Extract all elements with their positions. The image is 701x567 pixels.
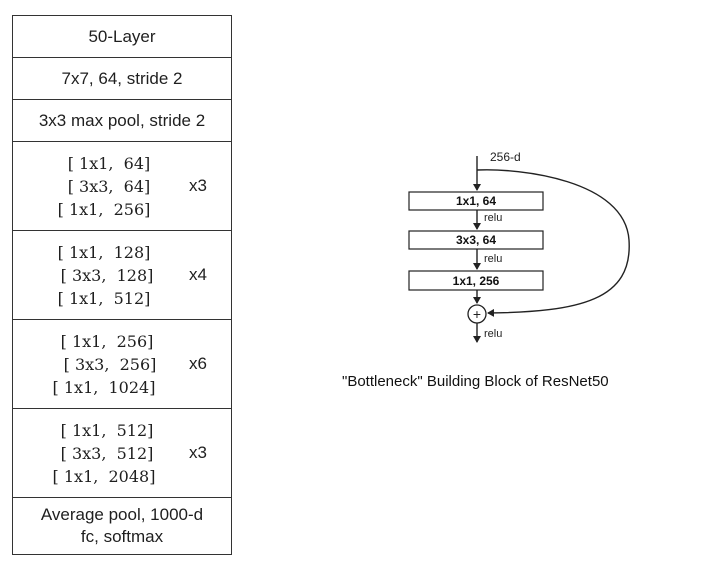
- conv3-line-3: [ 1x1, 512]: [57, 288, 151, 308]
- conv1-cell: 7x7, 64, stride 2: [13, 58, 231, 100]
- conv4-repeat: x6: [189, 354, 207, 373]
- bottleneck-block-diagram: 256-d 1x1, 64 relu 3x3, 64 relu 1x1, 256…: [408, 150, 630, 343]
- conv2-matrix: [ 1x1, 64] [ 3x3, 64] [ 1x1, 256]: [58, 152, 151, 221]
- relu-label-1: relu: [484, 212, 502, 224]
- conv2-line-2: [ 3x3, 64]: [67, 176, 151, 196]
- layer-label-3: 1x1, 256: [453, 274, 500, 288]
- input-dim-label: 256-d: [490, 150, 521, 164]
- diagram-caption: "Bottleneck" Building Block of ResNet50: [342, 373, 609, 390]
- layer-label-1: 1x1, 64: [456, 194, 496, 208]
- conv5-line-1: [ 1x1, 512]: [60, 420, 154, 440]
- conv5-repeat: x3: [189, 443, 207, 462]
- layer-box-1: [408, 191, 544, 211]
- conv1-label: 7x7, 64, stride 2: [61, 68, 183, 88]
- conv2-repeat: x3: [189, 176, 207, 195]
- conv3-line-2: [ 3x3, 128]: [60, 265, 154, 285]
- relu-label-2: relu: [484, 253, 502, 265]
- conv5-line-3: [ 1x1, 2048]: [52, 466, 156, 486]
- layer-box-2: [408, 230, 544, 250]
- conv5-matrix: [ 1x1, 512] [ 3x3, 512] [ 1x1, 2048]: [53, 419, 156, 488]
- pool-label: 3x3 max pool, stride 2: [38, 110, 206, 130]
- conv3-repeat: x4: [189, 265, 207, 284]
- layer-box-3: [408, 270, 544, 291]
- conv2-line-3: [ 1x1, 256]: [57, 199, 151, 219]
- architecture-table: 50-Layer 7x7, 64, stride 2 3x3 max pool,…: [12, 15, 232, 555]
- final-line-2: fc, softmax: [80, 527, 164, 546]
- relu-label-output: relu: [484, 328, 502, 340]
- pool-cell: 3x3 max pool, stride 2: [13, 100, 231, 142]
- table-header-cell: 50-Layer: [13, 16, 231, 58]
- conv4-block-cell: [ 1x1, 256] [ 3x3, 256] [ 1x1, 1024] x6: [13, 320, 231, 409]
- table-header: 50-Layer: [88, 26, 156, 46]
- conv5-line-2: [ 3x3, 512]: [60, 443, 154, 463]
- conv5-block-cell: [ 1x1, 512] [ 3x3, 512] [ 1x1, 2048] x3: [13, 409, 231, 498]
- conv2-line-1: [ 1x1, 64]: [67, 153, 151, 173]
- identity-shortcut-arrow: [476, 169, 630, 317]
- final-layer-cell: Average pool, 1000-d fc, softmax: [13, 498, 231, 554]
- layer-label-2: 3x3, 64: [456, 233, 496, 247]
- add-node-symbol: +: [473, 306, 481, 322]
- conv4-line-3: [ 1x1, 1024]: [52, 377, 156, 397]
- conv4-line-2: [ 3x3, 256]: [63, 354, 157, 374]
- conv3-block-cell: [ 1x1, 128] [ 3x3, 128] [ 1x1, 512] x4: [13, 231, 231, 320]
- conv3-matrix: [ 1x1, 128] [ 3x3, 128] [ 1x1, 512]: [55, 241, 154, 310]
- final-line-1: Average pool, 1000-d: [40, 505, 204, 524]
- conv4-matrix: [ 1x1, 256] [ 3x3, 256] [ 1x1, 1024]: [52, 330, 157, 399]
- conv3-line-1: [ 1x1, 128]: [57, 242, 151, 262]
- conv4-line-1: [ 1x1, 256]: [60, 331, 154, 351]
- conv2-block-cell: [ 1x1, 64] [ 3x3, 64] [ 1x1, 256] x3: [13, 142, 231, 231]
